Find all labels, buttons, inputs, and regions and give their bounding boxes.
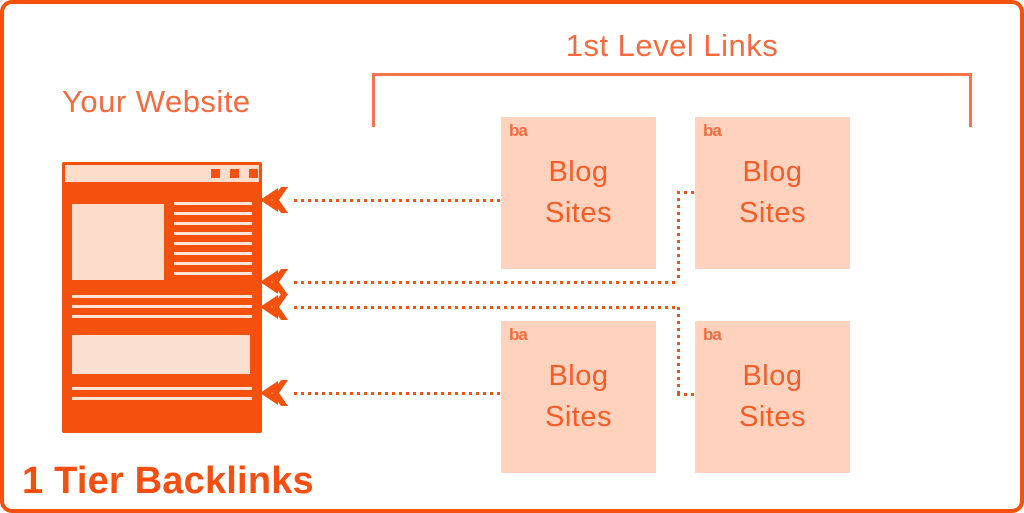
connector-bottom-right-vertical <box>677 307 680 396</box>
blog-sites-label: Blog Sites <box>739 155 806 229</box>
arrowhead-icon <box>260 269 288 295</box>
window-button-icon <box>211 169 220 178</box>
blog-sites-label: Blog Sites <box>739 359 806 433</box>
arrowhead-icon <box>260 294 288 320</box>
first-level-bracket <box>372 73 972 127</box>
window-button-icon <box>230 169 239 178</box>
backlink-arrow-top-left <box>260 186 501 214</box>
backlink-arrow-bottom-right <box>260 293 677 321</box>
website-banner-placeholder <box>72 335 250 374</box>
backlink-arrow-top-right <box>260 268 677 296</box>
website-image-placeholder <box>72 204 164 280</box>
blog-sites-box-top-right: ba Blog Sites <box>695 117 850 269</box>
website-text-lines <box>174 202 252 282</box>
connector-bottom-right-stub <box>677 393 697 396</box>
ba-logo-icon: ba <box>509 121 528 140</box>
ba-logo-icon: ba <box>703 121 722 140</box>
browser-titlebar <box>65 165 259 182</box>
backlink-arrow-bottom-left <box>260 379 501 407</box>
connector-top-right-vertical <box>677 191 680 282</box>
arrowhead-icon <box>260 187 288 213</box>
ba-logo-icon: ba <box>703 325 722 344</box>
blog-sites-box-bottom-left: ba Blog Sites <box>501 321 656 473</box>
your-website-mockup <box>62 162 262 433</box>
website-text-lines <box>72 387 252 401</box>
website-text-lines <box>72 295 252 319</box>
blog-sites-label: Blog Sites <box>545 155 612 229</box>
window-button-icon <box>249 169 258 178</box>
blog-sites-box-top-left: ba Blog Sites <box>501 117 656 269</box>
arrowhead-icon <box>260 380 288 406</box>
blog-sites-label: Blog Sites <box>545 359 612 433</box>
your-website-label: Your Website <box>62 84 251 119</box>
connector-top-right-stub <box>677 191 697 194</box>
diagram-title: 1 Tier Backlinks <box>22 460 314 502</box>
first-level-links-label: 1st Level Links <box>565 28 779 63</box>
blog-sites-box-bottom-right: ba Blog Sites <box>695 321 850 473</box>
ba-logo-icon: ba <box>509 325 528 344</box>
